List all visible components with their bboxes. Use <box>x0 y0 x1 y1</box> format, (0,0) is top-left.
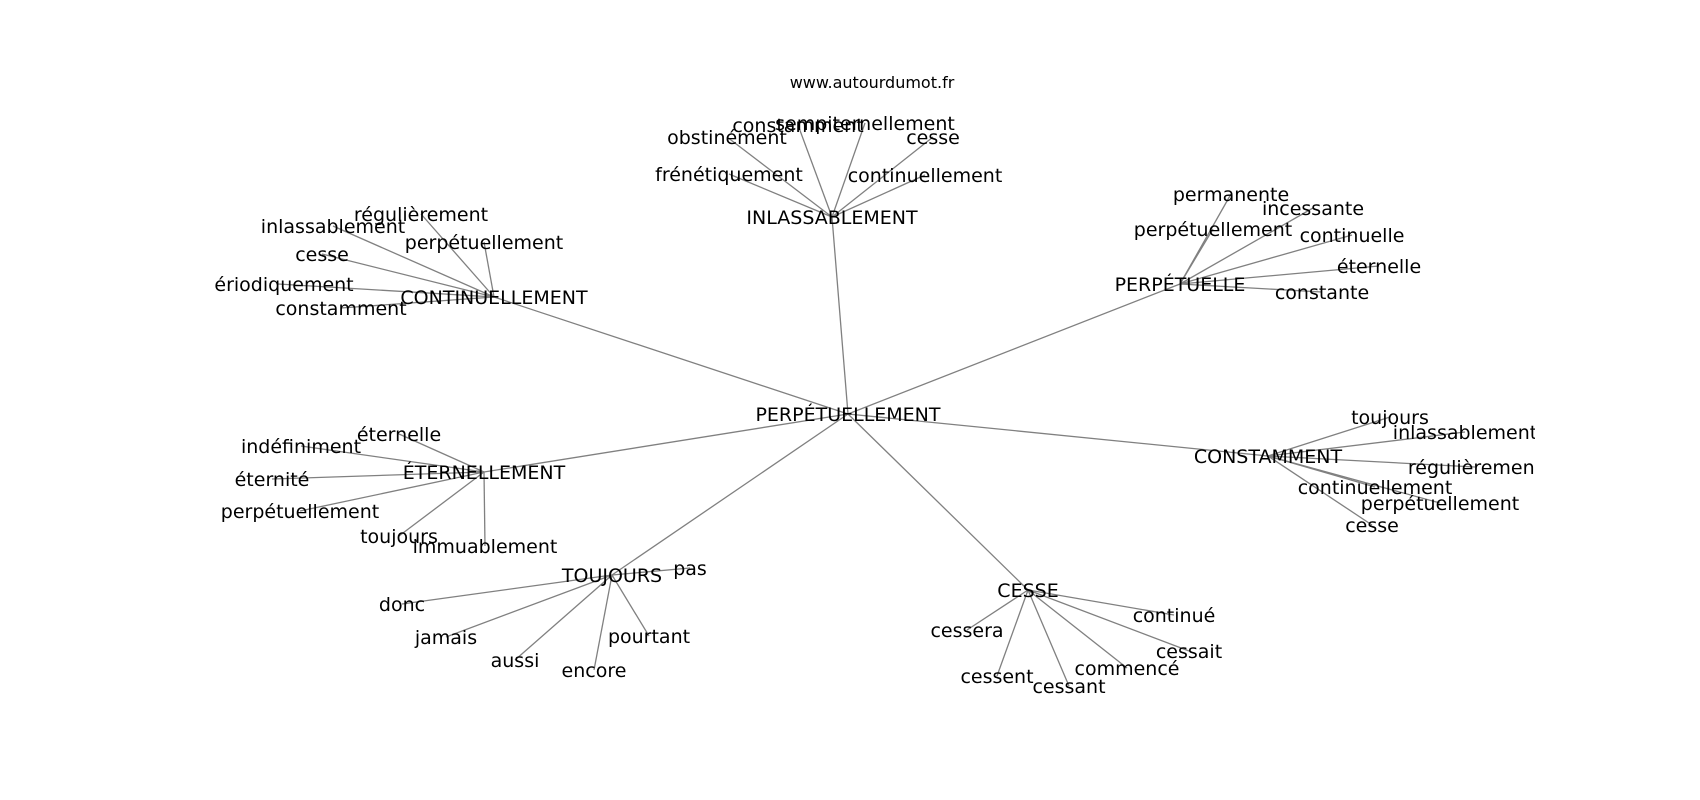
word-node: obstinément <box>667 127 787 149</box>
word-node: toujours <box>360 526 438 548</box>
edge-hub-to-word <box>1267 455 1373 526</box>
word-node: éternelle <box>1337 256 1421 278</box>
word-node: encore <box>562 660 627 682</box>
word-node: continuellement <box>848 165 1003 187</box>
word-node: pas <box>673 558 707 580</box>
edge-hub-to-word <box>611 567 691 576</box>
word-node: cessera <box>930 620 1003 642</box>
word-node: jamais <box>414 627 477 649</box>
word-node: régulièrement <box>354 204 488 226</box>
edge-hub-to-word <box>831 174 926 218</box>
hub-node: CONTINUELLEMENT <box>400 287 588 309</box>
word-node: cessant <box>1032 676 1105 698</box>
word-node: périodiquement <box>202 274 353 296</box>
center-node: PERPÉTUELLEMENT <box>755 403 940 426</box>
word-node: donc <box>379 594 425 616</box>
hub-node: CESSE <box>997 580 1058 602</box>
source-label: www.autourdumot.fr <box>790 73 955 92</box>
hub-node: PERPÉTUELLE <box>1115 273 1246 296</box>
edge-hub-to-word <box>728 173 833 218</box>
word-node: continuellement <box>1298 477 1453 499</box>
edge-hub-to-word <box>483 471 486 547</box>
edge-hub-to-word <box>1027 589 1070 687</box>
word-node: incessante <box>1262 198 1364 220</box>
edge-hub-to-word <box>831 136 934 218</box>
edge-hub-to-word <box>332 225 495 298</box>
edge-center-to-hub <box>847 283 1181 415</box>
edge-hub-to-word <box>1027 589 1128 669</box>
word-node: perpétuellement <box>221 501 379 523</box>
edge-hub-to-word <box>445 574 613 638</box>
word-node: cesse <box>1345 515 1399 537</box>
edge-hub-to-word <box>271 471 485 480</box>
word-node: cesse <box>295 244 349 266</box>
word-node: continué <box>1133 605 1216 627</box>
edge-hub-to-word <box>483 241 495 298</box>
word-node: cessent <box>960 666 1033 688</box>
edge-hub-to-word <box>398 433 485 473</box>
edge-hub-to-word <box>340 296 495 309</box>
edge-hub-to-word <box>1027 589 1175 616</box>
hub-node: TOUJOURS <box>561 565 662 587</box>
word-node: inlassablement <box>1393 422 1537 444</box>
edge-center-to-hub <box>831 216 849 415</box>
word-node: frénétiquement <box>655 164 803 186</box>
edge-hub-to-word <box>1027 589 1190 652</box>
edge-hub-to-word <box>797 124 833 218</box>
edge-hub-to-word <box>1179 207 1314 285</box>
edge-hub-to-word <box>401 574 613 605</box>
edge-hub-to-word <box>1267 455 1476 468</box>
word-node: perpétuellement <box>1361 493 1519 515</box>
hub-node: ÉTERNELLEMENT <box>403 461 566 484</box>
edge-center-to-hub <box>847 413 1029 591</box>
word-node: perpétuellement <box>405 232 563 254</box>
word-node: éternelle <box>357 424 441 446</box>
edge-hub-to-word <box>300 445 485 473</box>
word-node: éternité <box>235 469 310 491</box>
word-node: régulièrement <box>1408 457 1542 479</box>
edge-center-to-hub <box>483 413 849 473</box>
edge-hub-to-word <box>299 471 485 512</box>
edge-hub-to-word <box>321 253 495 298</box>
word-node: sempiternellement <box>775 113 955 135</box>
edge-hub-to-word <box>1267 416 1391 457</box>
edge-hub-to-word <box>966 589 1029 631</box>
word-node: perpétuellement <box>1134 219 1292 241</box>
word-node: pourtant <box>608 626 690 648</box>
edge-hub-to-word <box>277 283 495 298</box>
edge-hub-to-word <box>1179 265 1380 285</box>
word-node: constante <box>1275 282 1369 304</box>
word-node: immuablement <box>413 536 558 558</box>
edge-center-to-hub <box>493 296 849 415</box>
word-node: cesse <box>906 127 960 149</box>
word-node: constamment <box>732 115 863 137</box>
edge-hub-to-word <box>726 136 833 218</box>
word-node: inlassablement <box>261 216 405 238</box>
edge-center-to-hub <box>847 413 1269 457</box>
edge-hub-to-word <box>1267 455 1441 504</box>
edge-hub-to-word <box>1179 234 1353 285</box>
word-node: commencé <box>1075 658 1180 680</box>
edge-center-to-hub <box>611 413 849 576</box>
word-node: constamment <box>275 298 406 320</box>
edge-hub-to-word <box>420 213 495 298</box>
word-node: permanente <box>1173 184 1289 206</box>
hub-node: CONSTAMMENT <box>1194 446 1343 468</box>
word-node: cessait <box>1156 641 1222 663</box>
edge-hub-to-word <box>831 122 866 218</box>
edge-hub-to-word <box>398 471 485 537</box>
word-node: indéfiniment <box>241 436 361 458</box>
word-node: continuelle <box>1300 225 1405 247</box>
edge-hub-to-word <box>996 589 1029 677</box>
edge-hub-to-word <box>1267 431 1466 457</box>
word-node: toujours <box>1351 407 1429 429</box>
edge-hub-to-word <box>514 574 613 661</box>
word-node: aussi <box>491 650 540 672</box>
edge-hub-to-word <box>611 574 650 637</box>
hub-node: INLASSABLEMENT <box>746 207 918 229</box>
edge-hub-to-word <box>593 574 613 671</box>
edge-hub-to-word <box>1179 283 1323 293</box>
edge-hub-to-word <box>1179 228 1214 285</box>
